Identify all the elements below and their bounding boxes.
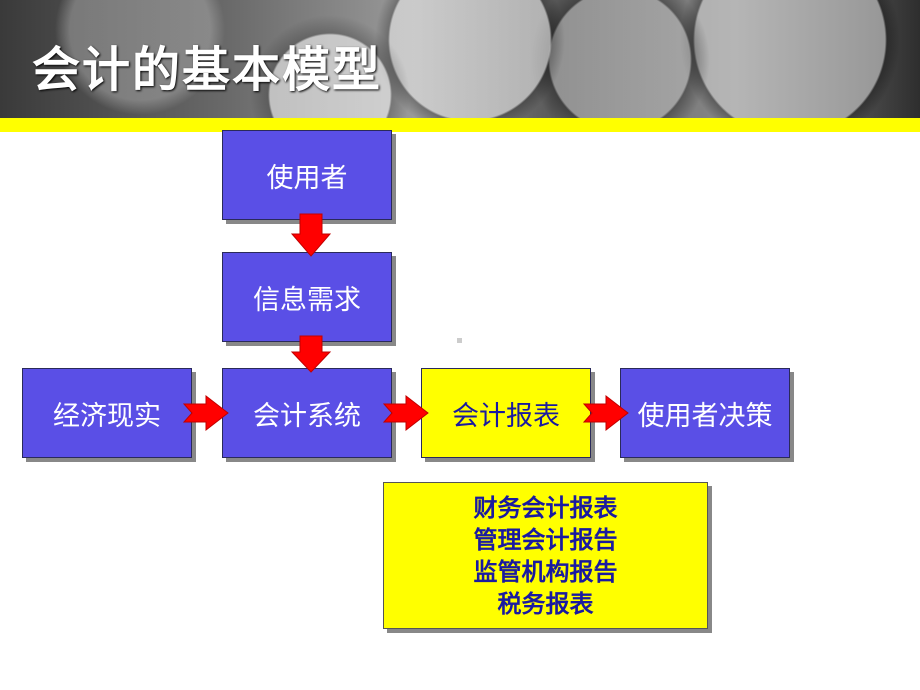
node-accounting-report: 会计报表 <box>421 368 591 458</box>
header-divider <box>0 118 920 132</box>
report-type-item: 监管机构报告 <box>473 557 618 586</box>
node-info-need: 信息需求 <box>222 252 392 342</box>
header-banner: 会计的基本模型 <box>0 0 920 118</box>
node-accounting-system: 会计系统 <box>222 368 392 458</box>
marker-dot <box>457 338 462 343</box>
page-title: 会计的基本模型 <box>32 42 383 98</box>
arrow-down-icon <box>290 213 332 257</box>
node-user-decision: 使用者决策 <box>620 368 790 458</box>
node-user: 使用者 <box>222 130 392 220</box>
report-type-item: 财务会计报表 <box>473 493 618 522</box>
node-economic-reality: 经济现实 <box>22 368 192 458</box>
report-type-item: 税务报表 <box>497 589 594 618</box>
report-types-box: 财务会计报表 管理会计报告 监管机构报告 税务报表 <box>383 482 708 629</box>
report-type-item: 管理会计报告 <box>473 525 618 554</box>
